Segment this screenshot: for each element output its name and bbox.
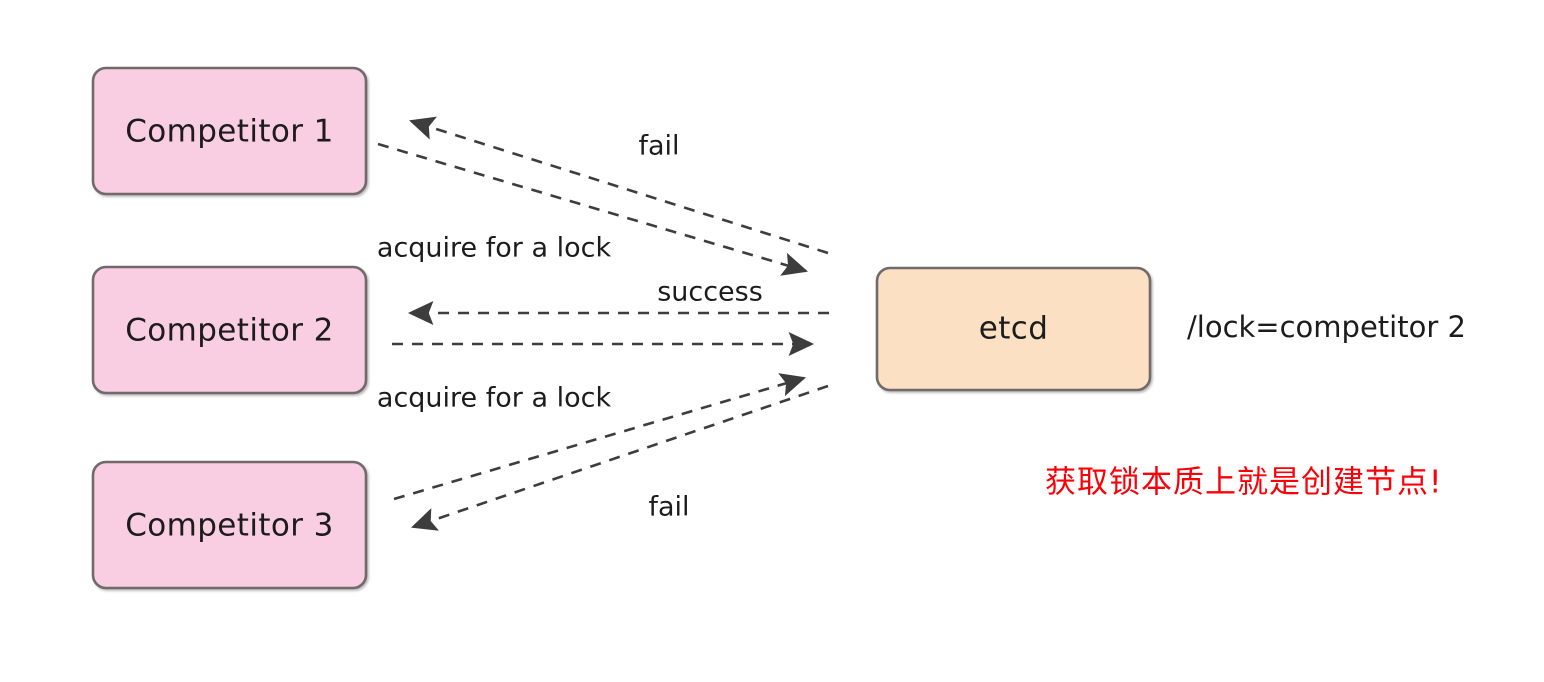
edge-label-fail-top: fail bbox=[638, 131, 679, 162]
competitor-1-label: Competitor 1 bbox=[125, 114, 334, 150]
etcd-box[interactable] bbox=[875, 266, 1152, 392]
edge-label-acquire-top: acquire for a lock bbox=[377, 233, 612, 264]
node-competitor-1[interactable]: Competitor 1 bbox=[91, 66, 368, 196]
edge-label-acquire-bottom: acquire for a lock bbox=[377, 383, 612, 414]
competitor-3-box[interactable] bbox=[91, 460, 368, 590]
edge-competitor-1-fail bbox=[409, 116, 829, 255]
competitor-1-acquire-arrow bbox=[377, 142, 808, 276]
etcd-label: etcd bbox=[979, 311, 1049, 347]
competitor-2-box[interactable] bbox=[91, 265, 368, 395]
lock-remark-annotation: 获取锁本质上就是创建节点! bbox=[1045, 465, 1442, 501]
node-etcd[interactable]: etcd bbox=[875, 266, 1152, 392]
competitor-3-fail-arrow bbox=[411, 384, 829, 531]
edge-label-fail-bottom: fail bbox=[648, 492, 689, 523]
competitor-1-fail-arrow bbox=[409, 116, 829, 255]
lock-key-annotation: /lock=competitor 2 bbox=[1187, 310, 1466, 344]
node-competitor-3[interactable]: Competitor 3 bbox=[91, 460, 368, 590]
competitor-1-box[interactable] bbox=[91, 66, 368, 196]
node-competitor-2[interactable]: Competitor 2 bbox=[91, 265, 368, 395]
edge-competitor-1-acquire bbox=[377, 142, 808, 276]
edge-competitor-3-fail bbox=[411, 384, 829, 531]
edge-label-success: success bbox=[657, 277, 763, 308]
competitor-3-label: Competitor 3 bbox=[125, 508, 334, 544]
competitor-2-label: Competitor 2 bbox=[125, 313, 334, 349]
